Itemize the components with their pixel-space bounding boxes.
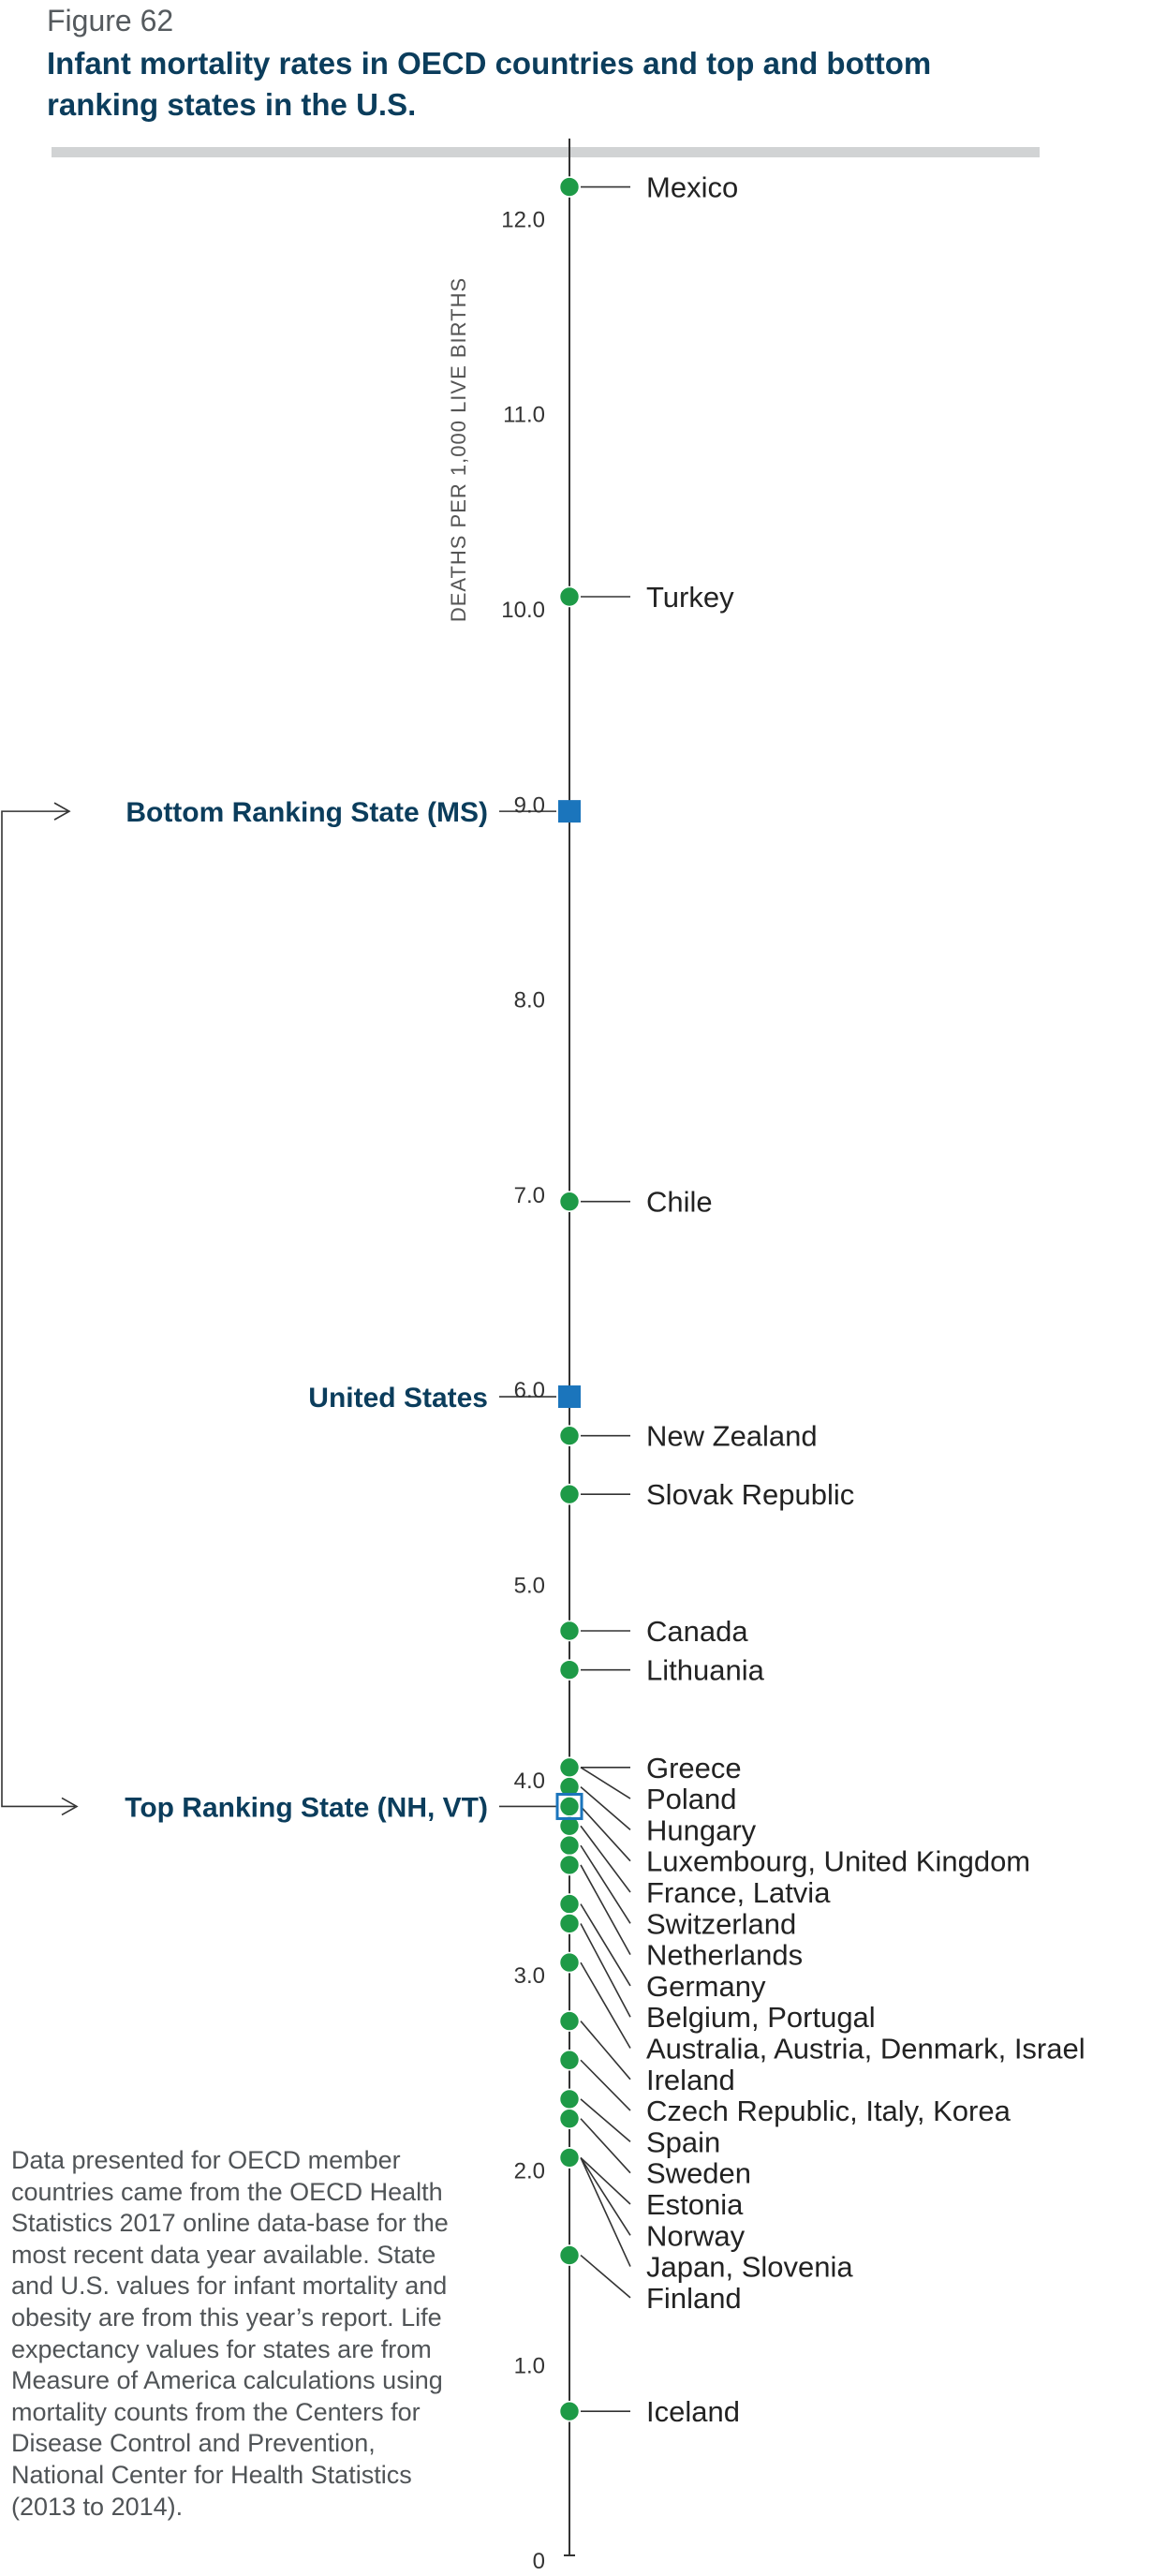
leader-line: [580, 1805, 631, 1862]
country-point: [558, 1191, 581, 1213]
country-point: [558, 1425, 581, 1446]
state-marker: [555, 1792, 583, 1820]
bracket-line: [1, 810, 75, 1808]
country-label: Norway: [646, 2219, 746, 2252]
country-label: Spain: [646, 2125, 720, 2158]
country-point: [558, 1620, 581, 1642]
country-point: [558, 176, 581, 198]
state-label: Bottom Ranking State (MS): [126, 797, 488, 828]
state-marker: [558, 800, 581, 823]
country-point: [558, 1756, 581, 1779]
bracket-arrow: [61, 1797, 79, 1816]
country-label: Iceland: [646, 2395, 740, 2428]
country-label: New Zealand: [646, 1420, 818, 1453]
country-point: [558, 1854, 581, 1876]
leader-line: [580, 1864, 631, 1955]
country-label: Chile: [646, 1186, 713, 1219]
leader-line: [580, 1923, 631, 2018]
leader-line: [580, 1844, 631, 1924]
state-label: United States: [308, 1383, 488, 1414]
country-label: Germany: [646, 1970, 766, 2003]
chart-title: Infant mortality rates in OECD countries…: [47, 46, 932, 122]
leader-line: [580, 2118, 631, 2174]
country-label: Lithuania: [646, 1654, 765, 1687]
state-label: Top Ranking State (NH, VT): [125, 1792, 488, 1823]
leader-line: [580, 1903, 631, 1987]
country-point: [558, 2049, 581, 2071]
y-tick-label: 3.0: [514, 1963, 545, 1989]
figure-label: Figure 62: [47, 4, 174, 37]
country-point: [558, 1951, 581, 1974]
leader-line: [580, 2157, 631, 2267]
country-point: [558, 2244, 581, 2266]
y-tick-label: 8.0: [514, 988, 545, 1014]
leader-line: [580, 2254, 631, 2299]
y-tick-label: 5.0: [514, 1574, 545, 1599]
leader-line: [580, 1786, 631, 1831]
leader-line: [580, 2156, 631, 2205]
y-tick-label: 10.0: [501, 598, 545, 623]
country-point: [558, 1796, 581, 1817]
country-label: Australia, Austria, Denmark, Israel: [646, 2033, 1086, 2065]
country-label: Japan, Slovenia: [646, 2251, 853, 2284]
country-label: Estonia: [646, 2188, 744, 2221]
title-divider: [52, 147, 1040, 157]
country-label: Sweden: [646, 2157, 751, 2190]
y-tick-label: 9.0: [514, 792, 545, 818]
y-axis: [564, 138, 575, 2556]
leader-line: [580, 1962, 631, 2049]
y-tick-label: 2.0: [514, 2158, 545, 2184]
country-point: [558, 2400, 581, 2422]
y-tick-labels: 0 1.0 2.0 3.0 4.0 5.0 6.0 7.0 8.0 9.0 10.0 11.0 12.0: [501, 207, 545, 2574]
y-tick-label: 0: [533, 2549, 545, 2574]
country-label: Turkey: [646, 581, 734, 614]
leader-lines: [1, 185, 631, 2412]
country-label: Finland: [646, 2282, 742, 2315]
country-label: Greece: [646, 1752, 742, 1784]
country-point: [558, 1483, 581, 1505]
y-tick-label: 1.0: [514, 2354, 545, 2379]
y-axis-label: DEATHS PER 1,000 LIVE BIRTHS: [447, 277, 470, 622]
y-tick-label: 6.0: [514, 1378, 545, 1403]
country-label: Slovak Republic: [646, 1478, 854, 1511]
country-label: Czech Republic, Italy, Korea: [646, 2095, 1012, 2127]
country-point: [558, 585, 581, 608]
leader-line: [580, 2156, 631, 2236]
country-label: Hungary: [646, 1814, 757, 1846]
country-point: [558, 2010, 581, 2032]
country-point: [558, 1913, 581, 1934]
country-label: Mexico: [646, 171, 738, 204]
leader-line: [580, 2021, 631, 2080]
country-point: [558, 1834, 581, 1857]
y-tick-label: 12.0: [501, 207, 545, 232]
y-tick-label: 11.0: [503, 403, 545, 428]
state-markers: [555, 800, 583, 1820]
country-point: [558, 1893, 581, 1915]
country-label: France, Latvia: [646, 1876, 831, 1909]
country-label: Luxembourg, United Kingdom: [646, 1845, 1030, 1878]
leader-line: [580, 1825, 631, 1893]
country-point: [558, 2147, 581, 2169]
country-points: [558, 176, 581, 2422]
country-point: [558, 1659, 581, 1680]
leader-line: [580, 2059, 631, 2111]
country-point: [558, 2108, 581, 2130]
state-marker: [558, 1385, 581, 1409]
country-label: Poland: [646, 1783, 737, 1815]
country-label: Switzerland: [646, 1907, 796, 1940]
source-note: Data presented for OECD member countries…: [11, 2146, 449, 2521]
leader-line: [580, 1767, 631, 1799]
y-tick-label: 7.0: [514, 1183, 545, 1208]
country-label: Netherlands: [646, 1939, 803, 1972]
bracket-arrow: [53, 802, 71, 821]
country-point: [558, 2088, 581, 2110]
y-tick-label: 4.0: [514, 1769, 545, 1794]
country-label: Belgium, Portugal: [646, 2001, 876, 2034]
leader-line: [580, 2098, 631, 2143]
country-label: Canada: [646, 1615, 748, 1648]
country-label: Ireland: [646, 2064, 735, 2096]
